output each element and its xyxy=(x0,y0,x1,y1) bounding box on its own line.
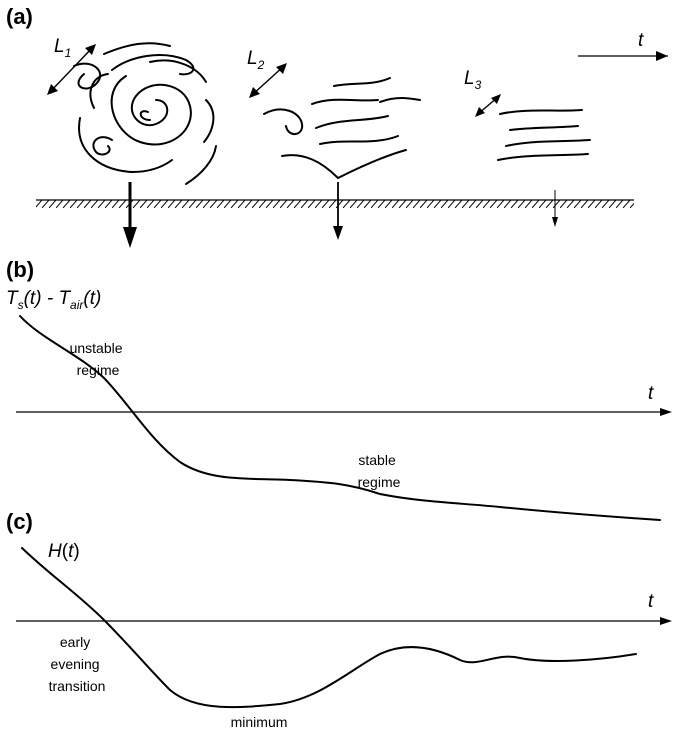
panel-a-time-label: t xyxy=(638,30,644,51)
medium-eddies xyxy=(263,77,421,180)
panel-b-ylabel: Ts(t) - Tair(t) xyxy=(6,288,101,312)
annotation-early-evening-transition: early evening transition xyxy=(49,634,106,694)
panel-a-label: (a) xyxy=(6,4,33,29)
ground-surface xyxy=(36,199,634,208)
scale-label-l3: L3 xyxy=(464,68,482,92)
large-eddies xyxy=(73,42,217,185)
panel-c-time-label: t xyxy=(648,591,654,612)
temperature-difference-curve xyxy=(19,315,661,521)
panel-c-time-axis xyxy=(16,617,672,625)
panel-b-label: (b) xyxy=(6,257,34,282)
flux-arrow-large xyxy=(123,182,137,248)
scale-arrow-l3 xyxy=(475,94,501,117)
panel-a-time-arrow xyxy=(578,51,668,61)
heat-flux-curve xyxy=(21,547,637,709)
annotation-unstable-regime: unstable regime xyxy=(70,340,127,378)
scale-arrow-l2 xyxy=(249,63,287,98)
annotation-stable-regime: stable regime xyxy=(358,452,401,490)
scale-label-l2: L2 xyxy=(247,48,265,72)
flux-arrow-medium xyxy=(333,182,343,240)
flux-arrow-small xyxy=(552,190,558,227)
panel-c-ylabel: H(t) xyxy=(48,541,80,562)
annotation-minimum: minimum xyxy=(231,714,288,730)
scale-label-l1: L1 xyxy=(54,36,71,60)
small-eddies xyxy=(497,109,591,161)
panel-b-time-label: t xyxy=(648,383,654,404)
panel-c-label: (c) xyxy=(6,509,33,534)
panel-b-time-axis xyxy=(16,408,672,416)
scale-arrow-l1 xyxy=(47,44,96,95)
